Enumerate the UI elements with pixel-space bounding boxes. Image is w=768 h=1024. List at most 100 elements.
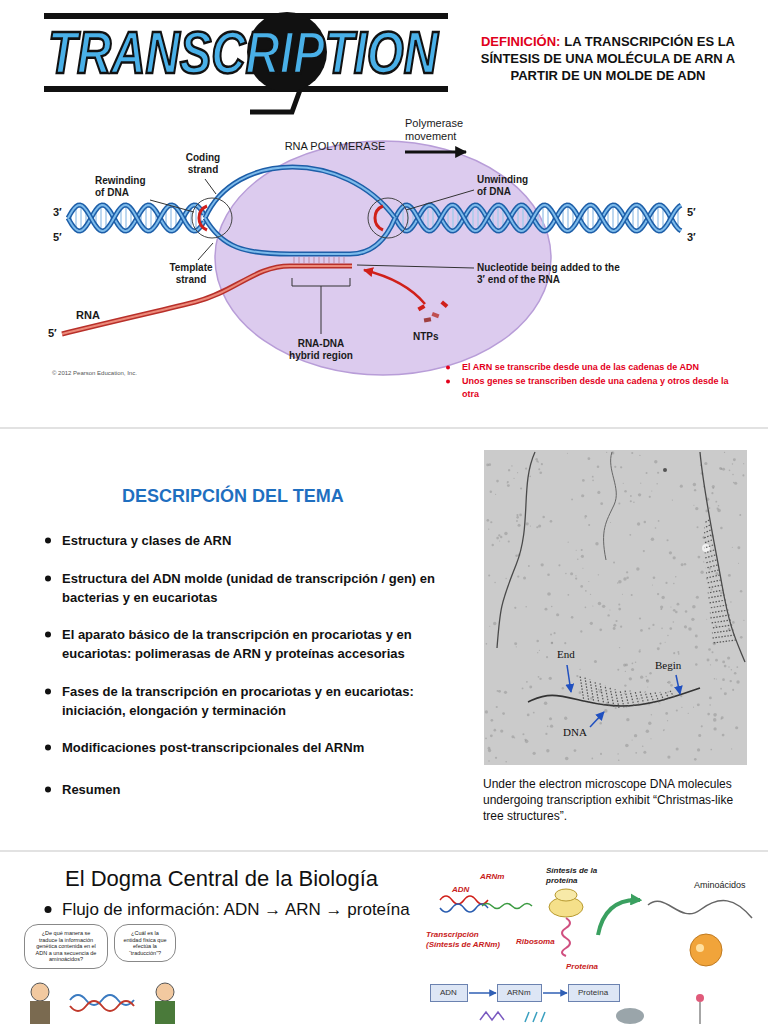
drawing-part bbox=[488, 749, 491, 752]
drawing-part bbox=[592, 476, 594, 478]
part-label: Síntesis de la proteína bbox=[546, 866, 604, 886]
drawing-part bbox=[485, 710, 488, 713]
drawing-part bbox=[581, 549, 583, 551]
drawing-part bbox=[708, 648, 711, 651]
drawing-part bbox=[328, 257, 330, 263]
drawing-part bbox=[493, 622, 496, 625]
drawing-part bbox=[577, 558, 579, 560]
drawing-part bbox=[576, 550, 577, 551]
slide-separator bbox=[0, 427, 768, 429]
unwind-circle bbox=[368, 198, 408, 238]
title-tail bbox=[250, 90, 300, 112]
drawing-part bbox=[491, 719, 494, 722]
drawing-part bbox=[567, 453, 568, 454]
note-bullet: Unos genes se transcriben desde una cade… bbox=[462, 375, 737, 401]
drawing-part bbox=[487, 519, 490, 522]
drawing-part bbox=[528, 565, 530, 567]
twist-arrow bbox=[199, 206, 207, 230]
drawing-part bbox=[713, 718, 717, 722]
drawing-part bbox=[547, 726, 549, 728]
strand-end: 5′ bbox=[53, 231, 62, 244]
drawing-part bbox=[646, 679, 649, 682]
part-label: NTPs bbox=[413, 331, 439, 343]
drawing-part bbox=[670, 606, 671, 607]
dna-helix bbox=[62, 167, 681, 334]
drawing-part bbox=[562, 687, 564, 689]
drawing-part bbox=[652, 624, 654, 626]
drawing-part bbox=[590, 594, 591, 595]
drawing-part bbox=[626, 576, 629, 579]
micrograph bbox=[484, 450, 747, 765]
drawing-part bbox=[170, 205, 172, 231]
drawing-part bbox=[602, 605, 605, 608]
drawing-part bbox=[613, 561, 615, 563]
drawing-part bbox=[205, 167, 395, 218]
drawing-part bbox=[565, 573, 567, 575]
drawing-part bbox=[729, 470, 731, 472]
drawing-part bbox=[598, 602, 601, 605]
drawing-part bbox=[639, 649, 640, 650]
drawing-part bbox=[528, 520, 736, 708]
drawing-part bbox=[700, 452, 745, 662]
drawing-part bbox=[648, 627, 650, 629]
drawing-part bbox=[592, 605, 593, 606]
drawing-part bbox=[707, 713, 710, 716]
drawing-part bbox=[644, 521, 647, 524]
drawing-part bbox=[525, 1012, 545, 1022]
part-label: Transcripción (Síntesis de ARNm) bbox=[426, 930, 508, 950]
drawing-part bbox=[613, 627, 616, 630]
drawing-part bbox=[715, 625, 717, 627]
part-label: Template strand bbox=[163, 262, 219, 286]
rewind-circle bbox=[192, 198, 232, 238]
drawing-part bbox=[720, 527, 723, 530]
slide-title: TRANSCRIPTION bbox=[48, 22, 438, 82]
drawing-part bbox=[635, 752, 637, 754]
drawing-part bbox=[528, 688, 700, 706]
bullet-dot bbox=[45, 787, 51, 793]
title-bar bbox=[44, 86, 448, 92]
drawing-part bbox=[736, 666, 738, 668]
drawing-part bbox=[717, 508, 719, 510]
drawing-part bbox=[710, 610, 729, 613]
drawing-part bbox=[675, 576, 676, 577]
drawing-part bbox=[665, 642, 666, 643]
drawing-part bbox=[575, 575, 576, 576]
drawing-part bbox=[31, 983, 49, 1001]
drawing-part bbox=[508, 469, 510, 471]
drawing-part bbox=[514, 607, 516, 609]
flow-arrow bbox=[469, 992, 496, 994]
drawing-part bbox=[511, 735, 514, 738]
leader-line bbox=[150, 200, 194, 212]
drawing-part bbox=[656, 483, 657, 484]
drawing-part bbox=[526, 681, 528, 683]
drawing-part bbox=[736, 680, 739, 683]
drawing-part bbox=[647, 687, 648, 688]
drawing-part bbox=[497, 452, 535, 648]
drawing-part bbox=[607, 614, 609, 616]
drawing-part bbox=[637, 205, 639, 230]
topic-bullet: Fases de la transcripción en procariotas… bbox=[62, 682, 477, 720]
drawing-part bbox=[684, 563, 686, 565]
drawing-part bbox=[538, 468, 540, 470]
drawing-part bbox=[539, 678, 541, 680]
drawing-part bbox=[495, 494, 496, 495]
drawing-part bbox=[580, 630, 582, 632]
drawing-part bbox=[604, 452, 617, 560]
drawing-part bbox=[496, 480, 499, 483]
part-label: ADN bbox=[452, 885, 469, 895]
drawing-part bbox=[705, 555, 715, 558]
title-bar bbox=[44, 13, 448, 19]
drawing-part bbox=[728, 666, 729, 667]
drawing-part bbox=[485, 451, 745, 762]
drawing-part bbox=[651, 490, 652, 491]
drawing-part bbox=[712, 630, 734, 633]
drawing-part bbox=[673, 609, 676, 612]
drawing-part bbox=[595, 681, 599, 704]
drawing-part bbox=[590, 680, 594, 704]
drawing-part bbox=[556, 613, 559, 616]
strand-end: 5′ bbox=[687, 206, 696, 219]
drawing-part bbox=[704, 525, 710, 528]
part-label: Coding strand bbox=[176, 152, 230, 176]
drawing-part bbox=[688, 713, 689, 714]
drawing-part bbox=[580, 675, 584, 701]
